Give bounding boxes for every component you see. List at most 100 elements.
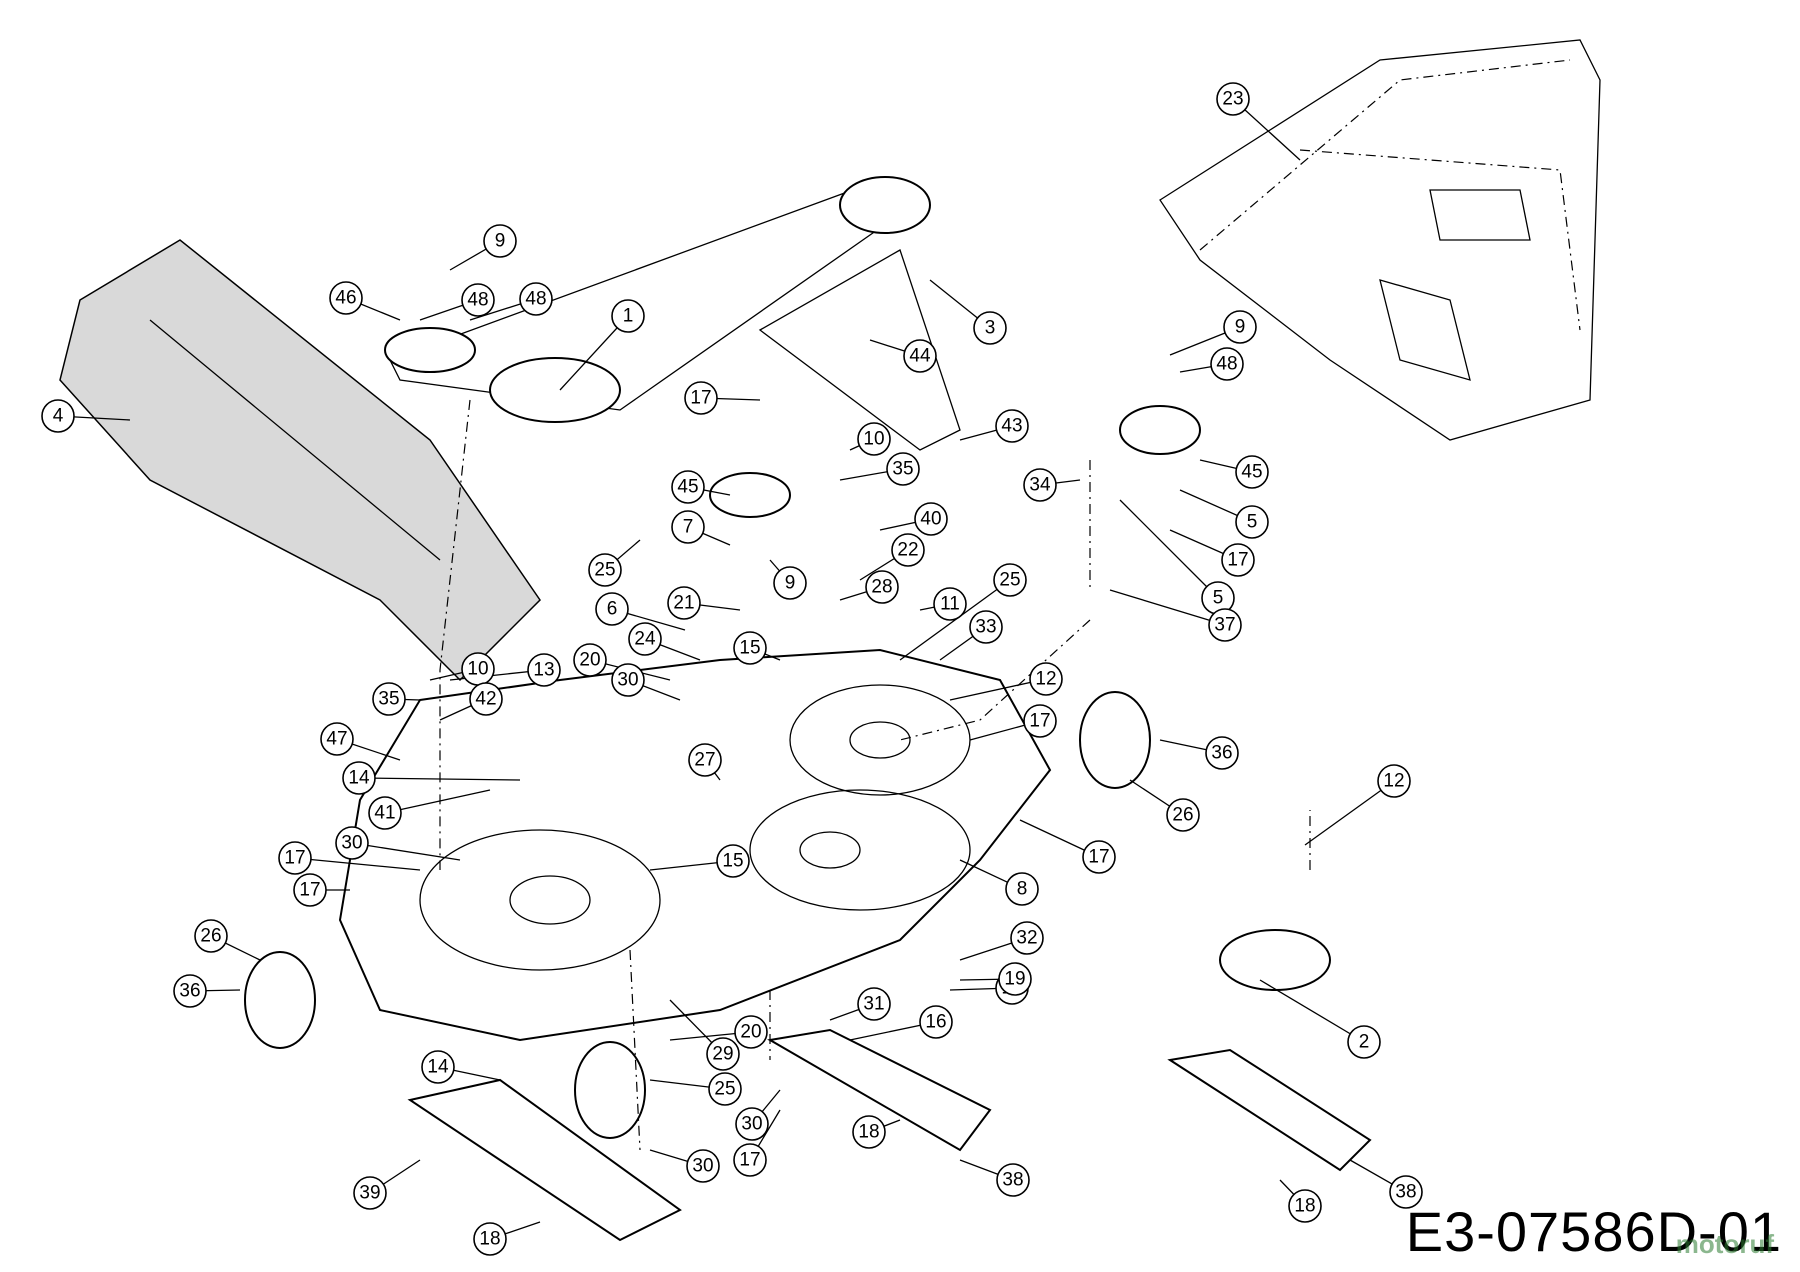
callout-41: 41 [368, 796, 402, 830]
callout-label: 18 [858, 1122, 879, 1143]
callout-label: 30 [617, 670, 638, 691]
callout-2: 2 [1347, 1025, 1381, 1059]
callout-label: 16 [925, 1012, 946, 1033]
callout-label: 46 [335, 288, 356, 309]
callout-10: 10 [461, 652, 495, 686]
callout-16: 16 [919, 1005, 953, 1039]
callout-17: 17 [684, 381, 718, 415]
callout-25: 25 [588, 553, 622, 587]
callout-40: 40 [914, 502, 948, 536]
callout-leader-41 [384, 789, 491, 814]
callout-label: 39 [359, 1183, 380, 1204]
callout-label: 20 [740, 1022, 761, 1043]
callout-21: 21 [667, 586, 701, 620]
callout-12: 12 [1029, 662, 1063, 696]
callout-label: 14 [348, 768, 370, 789]
callout-label: 28 [871, 577, 892, 598]
callout-9: 9 [1223, 310, 1257, 344]
callout-label: 17 [690, 388, 711, 409]
callout-39: 39 [353, 1176, 387, 1210]
callout-label: 34 [1029, 475, 1051, 496]
callout-48: 48 [1210, 347, 1244, 381]
callout-37: 37 [1208, 608, 1242, 642]
callout-34: 34 [1023, 468, 1057, 502]
callout-45: 45 [1235, 455, 1269, 489]
callout-label: 25 [594, 560, 615, 581]
callout-label: 15 [739, 638, 760, 659]
callout-label: 36 [179, 981, 200, 1002]
callout-43: 43 [995, 409, 1029, 443]
callout-leader-37 [1109, 589, 1226, 626]
mower-deck-housing [338, 648, 1052, 1042]
callout-38: 38 [996, 1163, 1030, 1197]
callout-33: 33 [969, 610, 1003, 644]
callout-10: 10 [857, 422, 891, 456]
callout-5: 5 [1235, 505, 1269, 539]
callout-label: 12 [1035, 669, 1056, 690]
callout-label: 23 [1222, 89, 1243, 110]
callout-label: 1 [623, 306, 634, 327]
callout-28: 28 [865, 570, 899, 604]
tractor-frame-outline [1159, 39, 1601, 441]
discharge-chute [59, 239, 541, 682]
callout-label: 30 [692, 1156, 713, 1177]
callout-label: 38 [1002, 1170, 1023, 1191]
callout-15: 15 [733, 631, 767, 665]
callout-label: 48 [1216, 354, 1237, 375]
callout-48: 48 [461, 283, 495, 317]
callout-25: 25 [993, 563, 1027, 597]
callout-30: 30 [611, 663, 645, 697]
callout-12: 12 [1377, 764, 1411, 798]
callout-23: 23 [1216, 82, 1250, 116]
callout-label: 10 [863, 429, 884, 450]
callout-label: 9 [495, 231, 506, 252]
callout-label: 17 [284, 848, 305, 869]
callout-14: 14 [342, 761, 376, 795]
callout-25: 25 [708, 1072, 742, 1106]
callout-label: 6 [607, 599, 618, 620]
callout-30: 30 [686, 1149, 720, 1183]
callout-29: 29 [706, 1037, 740, 1071]
callout-label: 19 [1004, 969, 1025, 990]
callout-18: 18 [473, 1222, 507, 1256]
callout-label: 8 [1017, 879, 1028, 900]
callout-label: 27 [694, 750, 715, 771]
callout-label: 17 [739, 1150, 760, 1171]
callout-label: 18 [1294, 1196, 1315, 1217]
callout-label: 42 [475, 689, 496, 710]
callout-label: 35 [892, 459, 913, 480]
callout-label: 45 [677, 477, 698, 498]
callout-label: 24 [634, 629, 656, 650]
callout-6: 6 [595, 592, 629, 626]
callout-label: 40 [920, 509, 941, 530]
callout-3: 3 [973, 311, 1007, 345]
callout-7: 7 [671, 510, 705, 544]
callout-44: 44 [903, 339, 937, 373]
callout-label: 26 [200, 926, 221, 947]
callout-8: 8 [1005, 872, 1039, 906]
callout-13: 13 [527, 653, 561, 687]
callout-leader-17 [294, 857, 421, 871]
callout-48: 48 [519, 282, 553, 316]
callout-label: 35 [378, 689, 399, 710]
callout-17: 17 [278, 841, 312, 875]
callout-label: 41 [374, 803, 395, 824]
callout-label: 48 [467, 290, 488, 311]
watermark-logo: motoruf [1675, 1229, 1774, 1259]
callout-label: 32 [1016, 928, 1037, 949]
callout-label: 18 [479, 1229, 500, 1250]
callout-26: 26 [1166, 798, 1200, 832]
callout-leader-2 [1259, 979, 1365, 1043]
callout-15: 15 [716, 844, 750, 878]
callout-label: 31 [863, 994, 884, 1015]
callout-label: 25 [999, 570, 1020, 591]
callout-9: 9 [483, 224, 517, 258]
callout-17: 17 [293, 873, 327, 907]
callout-30: 30 [335, 826, 369, 860]
callout-30: 30 [735, 1107, 769, 1141]
callout-label: 9 [1235, 317, 1246, 338]
callout-label: 12 [1383, 771, 1404, 792]
callout-47: 47 [320, 722, 354, 756]
callout-label: 29 [712, 1044, 733, 1065]
